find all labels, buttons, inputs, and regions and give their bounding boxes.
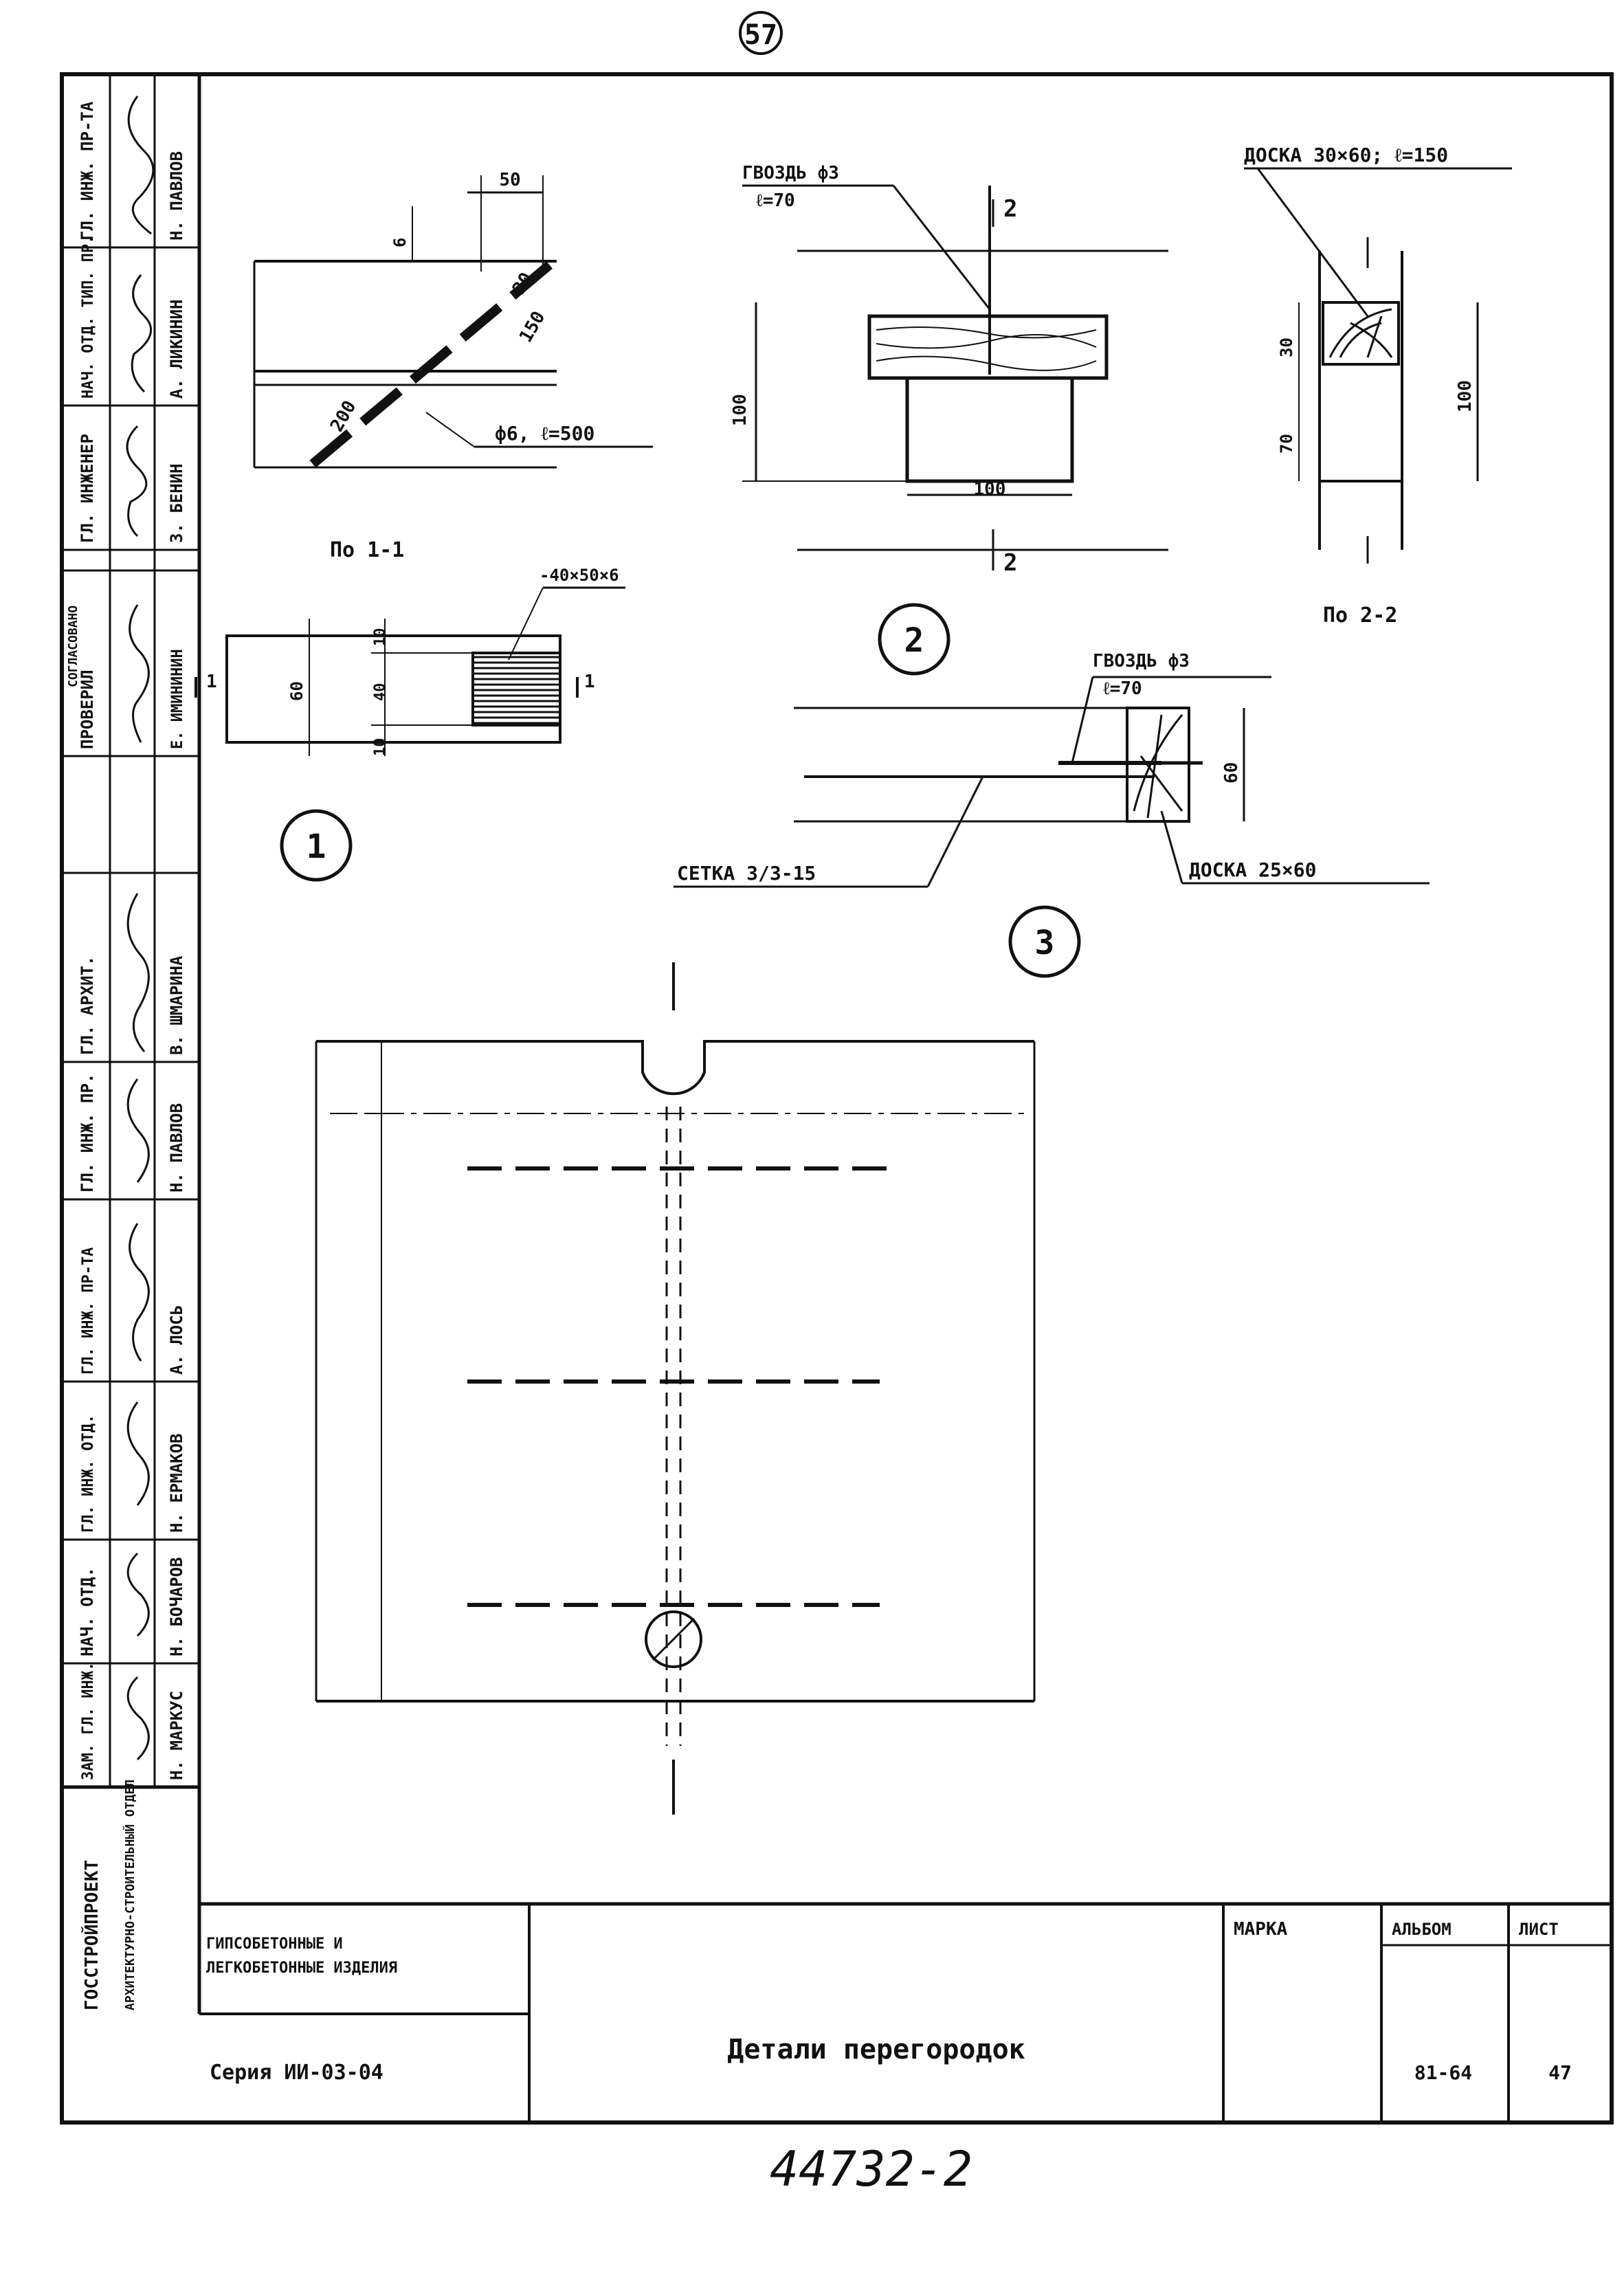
detail-3-number: 3 [1035, 924, 1055, 962]
nail-label-1-d3: ГВОЗДЬ ф3 [1093, 651, 1190, 672]
dim-150: 150 [515, 308, 549, 346]
role-8: ГЛ. ИНЖ. ПР-ТА [80, 1248, 97, 1375]
dim-100-section: 100 [1455, 380, 1476, 412]
cut-2b: 2 [1003, 549, 1017, 577]
nail-label-2-d3: ℓ=70 [1103, 678, 1142, 699]
signature-strip: ГЛ. ИНЖ. ПР-ТА Н. ПАВЛОВ НАЧ. ОТД. ТИП. … [62, 74, 199, 2010]
name-1: Н. ПАВЛОВ [167, 151, 186, 241]
role-10: НАЧ. ОТД. [78, 1567, 97, 1656]
detail-2-number: 2 [904, 621, 924, 660]
page-number: 57 [739, 11, 783, 55]
role-6: ГЛ. АРХИТ. [78, 956, 97, 1056]
name-2: А. ЛИКИНИН [167, 300, 186, 399]
board-label-30x60: ДОСКА 30×60; ℓ=150 [1244, 144, 1448, 166]
sheet-label: ЛИСТ [1519, 1920, 1559, 1939]
sheet-title: Детали перегородок [727, 2034, 1025, 2065]
detail-1-labels: 50 6 30 150 200 ф6, ℓ=500 По 1-1 -40×50×… [206, 170, 619, 866]
product-line-1: ГИПСОБЕТОННЫЕ И [206, 1936, 343, 1953]
name-8: А. ЛОСЬ [167, 1305, 186, 1375]
rod-label: ф6, ℓ=500 [495, 422, 594, 445]
detail-4 [315, 962, 1036, 1815]
page-number-text: 57 [744, 19, 777, 51]
name-6: В. ШМАРИНА [167, 955, 186, 1055]
role-1: ГЛ. ИНЖ. ПР-ТА [78, 101, 97, 241]
name-5: Е. ИМИНИНИН [169, 649, 186, 749]
dim-100-horiz: 100 [974, 479, 1006, 500]
detail-2 [742, 167, 1512, 676]
album-value: 81-64 [1414, 2061, 1472, 2084]
plate-label: -40×50×6 [540, 566, 619, 585]
dim-50: 50 [499, 170, 520, 190]
dim-10a: 10 [372, 628, 389, 647]
marka-label: МАРКА [1234, 1919, 1288, 1940]
name-11: Н. МАРКУС [167, 1691, 186, 1780]
cut-2a: 2 [1003, 195, 1017, 223]
dim-30-section: 30 [1277, 337, 1296, 357]
dim-40: 40 [372, 683, 389, 702]
detail-1-number: 1 [307, 828, 326, 866]
section-1-1-label: По 1-1 [330, 538, 404, 562]
role-3: ГЛ. ИНЖЕНЕР [78, 434, 97, 543]
detail-3-labels: ГВОЗДЬ ф3 ℓ=70 60 СЕТКА 3/3-15 ДОСКА 25×… [677, 651, 1316, 962]
cut-1b: 1 [584, 672, 595, 692]
name-7: Н. ПАВЛОВ [167, 1103, 186, 1193]
handwritten-signatures [126, 96, 155, 1761]
name-3: З. БЕНИН [167, 463, 186, 543]
album-label: АЛЬБОМ [1392, 1920, 1451, 1939]
role-9: ГЛ. ИНЖ. ОТД. [80, 1415, 97, 1533]
dim-60-d3: 60 [1221, 762, 1242, 784]
stamp-dept: АРХИТЕКТУРНО-СТРОИТЕЛЬНЫЙ ОТДЕЛ [122, 1779, 137, 2010]
nail-label-2: ℓ=70 [756, 190, 795, 211]
mesh-label: СЕТКА 3/3-15 [677, 862, 816, 885]
dim-100-vert: 100 [730, 394, 750, 426]
detail-1 [194, 175, 653, 882]
sheet-frame [60, 72, 1614, 2125]
series-label: Серия ИИ-03-04 [210, 2061, 383, 2085]
name-10: Н. БОЧАРОВ [167, 1557, 186, 1657]
name-9: Н. ЕРМАКОВ [167, 1434, 186, 1533]
dim-70-section: 70 [1277, 434, 1296, 454]
inventory-number: 44732-2 [770, 2141, 972, 2197]
sheet-number-value: 47 [1548, 2061, 1572, 2084]
cut-1a: 1 [206, 672, 217, 692]
role-4: СОГЛАСОВАНО [66, 606, 80, 687]
role-7: ГЛ. ИНЖ. ПР. [78, 1074, 97, 1193]
role-11: ЗАМ. ГЛ. ИНЖ. [80, 1662, 97, 1780]
dim-200: 200 [326, 397, 360, 436]
role-5: ПРОВЕРИЛ [78, 669, 97, 749]
section-2-2-label: По 2-2 [1323, 603, 1397, 628]
board-label-25x60: ДОСКА 25×60 [1189, 858, 1316, 881]
nail-label-1: ГВОЗДЬ ф3 [742, 163, 839, 184]
dim-60: 60 [287, 681, 307, 701]
title-block: ГИПСОБЕТОННЫЕ И ЛЕГКОБЕТОННЫЕ ИЗДЕЛИЯ Се… [199, 1902, 1612, 2122]
dim-6: 6 [390, 238, 410, 247]
product-line-2: ЛЕГКОБЕТОННЫЕ ИЗДЕЛИЯ [206, 1960, 397, 1977]
detail-3 [674, 676, 1430, 978]
dim-10b: 10 [372, 738, 389, 757]
stamp-org: ГОССТРОЙПРОЕКТ [80, 1860, 102, 2010]
role-2: НАЧ. ОТД. ТИП. ПР. [80, 235, 97, 399]
detail-2-labels: ГВОЗДЬ ф3 ℓ=70 2 2 100 100 2 ДОСКА 30×60… [730, 144, 1476, 660]
